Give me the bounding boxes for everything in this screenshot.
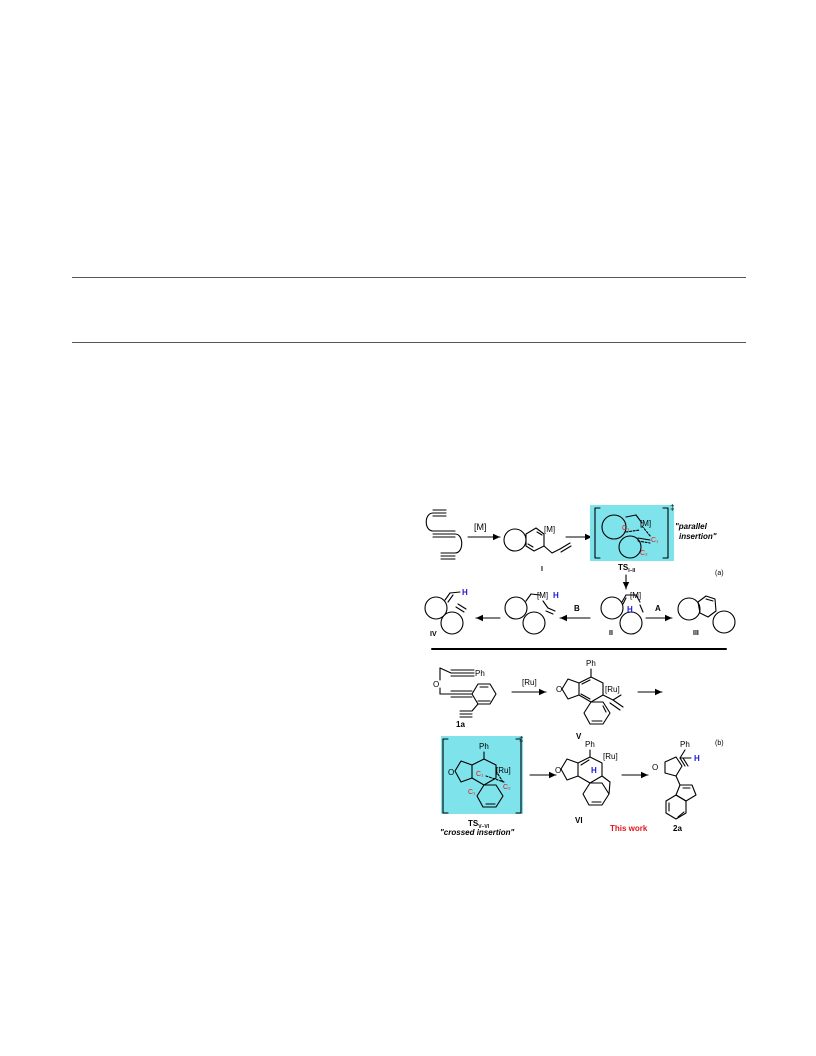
- compound-label-IV: IV: [430, 631, 437, 638]
- path-label-B: B: [574, 604, 580, 613]
- intermediate-VI: Ph O [Ru] H VI: [555, 740, 618, 825]
- ts-c1-right: C₁: [651, 537, 659, 544]
- top-rule: [72, 277, 746, 278]
- oxygen-ts: O: [448, 768, 454, 777]
- hydride-II: H: [627, 605, 633, 614]
- hydride-2a: H: [694, 754, 700, 763]
- ts-dagger: ‡: [670, 503, 674, 512]
- path-label-A: A: [655, 604, 661, 613]
- ts-metal-label: [M]: [640, 519, 651, 528]
- ph-V: Ph: [586, 659, 596, 668]
- hydride-on-metal: H: [553, 591, 559, 600]
- transition-state-I-II: [M] C₁ C₁ C₂ ‡ TSI–II: [590, 503, 674, 574]
- compound-label-III: III: [693, 630, 699, 637]
- compound-label-1a: 1a: [456, 720, 465, 729]
- ts-c2: C₂: [640, 550, 648, 557]
- ts-highlight-box-b: [441, 736, 523, 814]
- metal-label-VI: [Ru]: [603, 752, 618, 761]
- metal-label-II: [M]: [630, 591, 641, 600]
- compound-label-II: II: [609, 630, 613, 637]
- product-IV: H IV: [424, 588, 468, 638]
- product-2a: Ph H O 2a: [652, 740, 700, 833]
- compound-label-2a: 2a: [673, 824, 682, 833]
- compound-label-V: V: [576, 732, 582, 741]
- metal-label-V: [Ru]: [605, 685, 620, 694]
- oxygen-2a: O: [652, 763, 658, 772]
- ph-VI: Ph: [585, 740, 595, 749]
- ts-label-I-II: TSI–II: [618, 563, 636, 574]
- parallel-insertion-note-2: insertion": [679, 532, 717, 541]
- ts-label-V-VI: TSV–VI: [468, 819, 490, 830]
- ts-c1-left: C₁: [622, 525, 630, 532]
- metal-hydride-label: [M]: [537, 591, 548, 600]
- metal-label-I: [M]: [544, 525, 555, 534]
- ts-c2-b: C₂: [503, 784, 511, 791]
- this-work-label: This work: [610, 824, 648, 833]
- crossed-insertion-note: "crossed insertion": [440, 828, 514, 837]
- ph-ts: Ph: [479, 742, 489, 751]
- panel-label-a: (a): [715, 570, 724, 577]
- reagent-ru: [Ru]: [522, 678, 537, 687]
- hydride-IV: H: [462, 588, 468, 597]
- bottom-rule: [72, 342, 746, 343]
- ts-label-sub: I–II: [628, 568, 636, 574]
- ts-metal-label-b: [Ru]: [496, 766, 511, 775]
- reaction-scheme-figure: [M] [M] I [M] C₁ C₁ C₂ ‡ TSI–II "paralle…: [424, 503, 736, 837]
- oxygen-VI: O: [555, 766, 561, 775]
- parallel-insertion-note-1: "parallel: [675, 522, 708, 531]
- ts-label-main: TS: [618, 563, 629, 572]
- reagent-m: [M]: [474, 522, 487, 532]
- intermediate-V: Ph O [Ru] V: [556, 659, 624, 741]
- ts-c1-b: C₁: [476, 771, 484, 778]
- ts-label-sub-b: V–VI: [478, 824, 489, 830]
- ph-1a: Ph: [475, 669, 485, 678]
- ts-dagger-b: ‡: [519, 735, 523, 744]
- panel-label-b: (b): [715, 740, 724, 747]
- intermediate-II: [M] H II: [600, 591, 644, 637]
- compound-label-I: I: [541, 566, 543, 573]
- intermediate-metal-hydride: [M] H: [504, 591, 559, 635]
- oxygen-1a: O: [433, 680, 439, 689]
- ts-label-main-b: TS: [468, 819, 479, 828]
- compound-label-VI: VI: [575, 816, 583, 825]
- ph-2a: Ph: [680, 740, 690, 749]
- transition-state-V-VI: ‡ Ph O [Ru] C₁ C₂ C₁ TSV–VI "crossed ins…: [440, 735, 523, 837]
- oxygen-V: O: [556, 685, 562, 694]
- intermediate-I: [M] I: [503, 525, 572, 573]
- hydride-VI: H: [591, 766, 597, 775]
- ts-highlight-box: [590, 505, 674, 561]
- product-III: III: [677, 595, 736, 637]
- ts-c1-b-lower: C₁: [468, 789, 476, 796]
- substrate-1a: Ph O 1a: [433, 667, 497, 729]
- diyne-substrate: [425, 509, 463, 560]
